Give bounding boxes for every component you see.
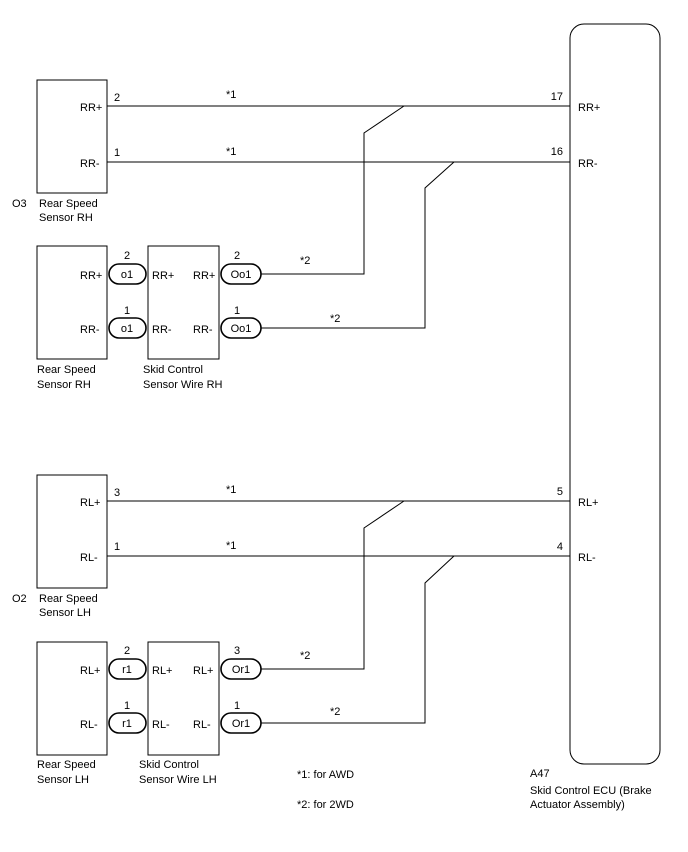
- sensor-o3-pin-label-plus: RR+: [80, 102, 102, 114]
- mark-2wd-rl-minus: *2: [330, 706, 340, 718]
- sensor-rh-2wd-box: [36, 245, 108, 360]
- sensor-wire-lh-name-line2: Sensor Wire LH: [139, 774, 217, 786]
- connector-o1-plus-label: o1: [121, 269, 133, 281]
- sensor-wire-lh-left-minus: RL-: [152, 719, 170, 731]
- sensor-o2-name-line1: Rear Speed: [39, 593, 98, 605]
- connector-o1-minus-label: o1: [121, 323, 133, 335]
- sensor-wire-lh-right-plus: RL+: [193, 665, 214, 677]
- sensor-wire-rh-name-line2: Sensor Wire RH: [143, 379, 223, 391]
- sensor-o3-name-line2: Sensor RH: [39, 212, 93, 224]
- sensor-wire-rh-box: [147, 245, 220, 360]
- connector-o1-plus-pin: 2: [124, 250, 130, 262]
- connector-oo1-plus-pin: 2: [234, 250, 240, 262]
- connector-r1-plus: [108, 658, 147, 680]
- wire-rl-minus-2wd: [261, 555, 455, 724]
- connector-or1-plus-pin: 3: [234, 645, 240, 657]
- sensor-wire-rh-right-plus: RR+: [193, 270, 215, 282]
- sensor-wire-lh-name-line1: Skid Control: [139, 759, 199, 771]
- sensor-rh-2wd-name-line1: Rear Speed: [37, 364, 96, 376]
- mark-2wd-rl-plus: *2: [300, 650, 310, 662]
- ecu-pin-label-rl-plus: RL+: [578, 497, 599, 509]
- connector-or1-minus-label: Or1: [232, 718, 250, 730]
- connector-o1-minus-pin: 1: [124, 305, 130, 317]
- connector-oo1-minus-pin: 1: [234, 305, 240, 317]
- sensor-wire-rh-left-plus: RR+: [152, 270, 174, 282]
- sensor-wire-rh-right-minus: RR-: [193, 324, 213, 336]
- sensor-o3-pin-label-minus: RR-: [80, 158, 100, 170]
- sensor-o2-pin-num-plus: 3: [114, 487, 120, 499]
- sensor-lh-2wd-name-line2: Sensor LH: [37, 774, 89, 786]
- ecu-pin-label-rl-minus: RL-: [578, 552, 596, 564]
- sensor-lh-2wd-pin-label-minus: RL-: [80, 719, 98, 731]
- sensor-lh-2wd-pin-label-plus: RL+: [80, 665, 101, 677]
- sensor-o3-box: [36, 79, 108, 194]
- ecu-pin-num-rr-minus: 16: [551, 146, 563, 158]
- ecu-pin-label-rr-plus: RR+: [578, 102, 600, 114]
- sensor-wire-lh-box: [147, 641, 220, 756]
- ecu-pin-num-rl-minus: 4: [557, 541, 563, 553]
- legend-note-2wd: *2: for 2WD: [297, 799, 354, 811]
- sensor-wire-lh-right-minus: RL-: [193, 719, 211, 731]
- ecu-pin-num-rl-plus: 5: [557, 486, 563, 498]
- legend-note-awd: *1: for AWD: [297, 769, 354, 781]
- ecu-pin-num-rr-plus: 17: [551, 91, 563, 103]
- ecu-box: [569, 23, 661, 765]
- connector-r1-plus-label: r1: [122, 664, 132, 676]
- sensor-wire-rh-left-minus: RR-: [152, 324, 172, 336]
- connector-or1-plus-label: Or1: [232, 664, 250, 676]
- sensor-lh-2wd-box: [36, 641, 108, 756]
- connector-o1-minus: [108, 317, 147, 339]
- sensor-o2-pin-label-plus: RL+: [80, 497, 101, 509]
- ecu-name-line1: Skid Control ECU (Brake: [530, 785, 652, 797]
- connector-r1-minus-pin: 1: [124, 700, 130, 712]
- sensor-o3-code: O3: [12, 198, 27, 210]
- connector-oo1-plus-label: Oo1: [231, 269, 252, 281]
- sensor-o3-name-line1: Rear Speed: [39, 198, 98, 210]
- ecu-code: A47: [530, 768, 550, 780]
- mark-awd-rl-plus: *1: [226, 484, 236, 496]
- mark-awd-rr-plus: *1: [226, 89, 236, 101]
- sensor-wire-rh-name-line1: Skid Control: [143, 364, 203, 376]
- connector-oo1-minus-label: Oo1: [231, 323, 252, 335]
- wire-rl-plus-2wd: [261, 500, 405, 670]
- sensor-o2-name-line2: Sensor LH: [39, 607, 91, 619]
- mark-awd-rl-minus: *1: [226, 540, 236, 552]
- sensor-o2-code: O2: [12, 593, 27, 605]
- sensor-o2-pin-label-minus: RL-: [80, 552, 98, 564]
- connector-o1-plus: [108, 263, 147, 285]
- sensor-rh-2wd-pin-label-minus: RR-: [80, 324, 100, 336]
- mark-2wd-rr-minus: *2: [330, 313, 340, 325]
- wire-rr-plus-2wd: [261, 105, 405, 275]
- sensor-lh-2wd-name-line1: Rear Speed: [37, 759, 96, 771]
- sensor-rh-2wd-name-line2: Sensor RH: [37, 379, 91, 391]
- mark-awd-rr-minus: *1: [226, 146, 236, 158]
- connector-r1-minus: [108, 712, 147, 734]
- sensor-o3-pin-num-minus: 1: [114, 147, 120, 159]
- connector-or1-minus-pin: 1: [234, 700, 240, 712]
- sensor-o3-pin-num-plus: 2: [114, 92, 120, 104]
- ecu-pin-label-rr-minus: RR-: [578, 158, 598, 170]
- connector-r1-minus-label: r1: [122, 718, 132, 730]
- sensor-o2-pin-num-minus: 1: [114, 541, 120, 553]
- wire-rr-minus-2wd: [261, 161, 455, 329]
- mark-2wd-rr-plus: *2: [300, 255, 310, 267]
- sensor-wire-lh-left-plus: RL+: [152, 665, 173, 677]
- sensor-rh-2wd-pin-label-plus: RR+: [80, 270, 102, 282]
- ecu-name-line2: Actuator Assembly): [530, 799, 625, 811]
- connector-r1-plus-pin: 2: [124, 645, 130, 657]
- sensor-o2-box: [36, 474, 108, 589]
